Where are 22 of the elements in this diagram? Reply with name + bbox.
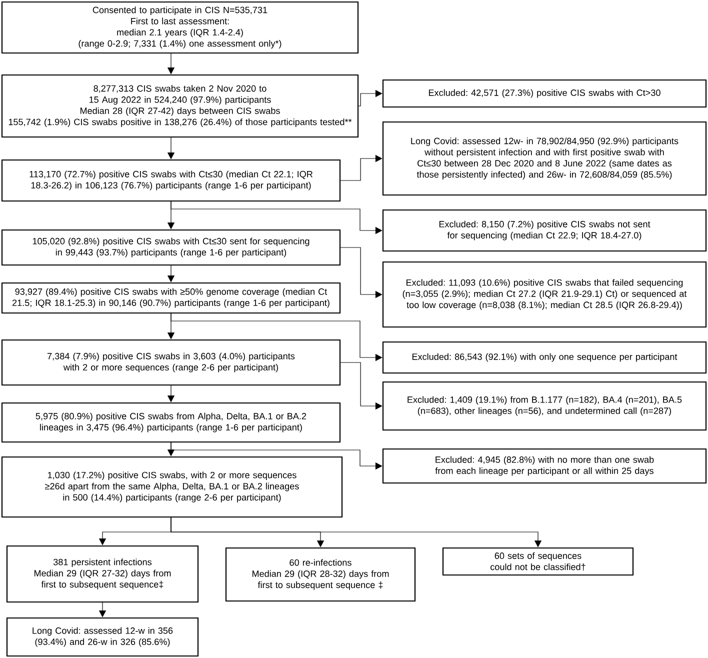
flow-box: 8,277,313 CIS swabs taken 2 Nov 2020 to 15 Aug 2022 in 524,240 (97.9%) participants Median 28 (IQR 27-42) days between CIS swabs 155,742 (1.9%) CIS swabs positive in 138,276 (26.4%) of those participants tested** — [1, 74, 359, 138]
exclusion-box: Excluded: 11,093 (10.6%) positive CIS swabs that failed sequencing (n=3,055 (2.9%); median Ct 27.2 (IQR 21.9-29.1) Ct) or sequenced at too low coverage (n=8,038 (8.1%); median Ct 28.5 (IQR 26.8-29.4)) — [382, 261, 707, 328]
flow-box: 381 persistent infections Median 29 (IQR 27-32) days from first to subsequent sequence‡ — [6, 545, 199, 603]
flow-box: 105,020 (92.8%) positive CIS swabs with Ct≤30 sent for sequencing in 99,443 (93.7%) participants (range 1-6 per participant) — [1, 229, 341, 266]
flow-box: Consented to participate in CIS N=535,731 First to last assessment: median 2.1 years (IQR 1.4-2.4) (range 0-2.9; 7,331 (1.4%) one assessment only*) — [1, 1, 359, 54]
flow-box: 113,170 (72.7%) positive CIS swabs with Ct≤30 (median Ct 22.1; IQR 18.3-26.2) in 106,123 (76.7%) participants (range 1-6 per participant) — [1, 159, 341, 202]
exclusion-box: Excluded: 8,150 (7.2%) positive CIS swabs not sent for sequencing (median Ct 22.9; IQR 18.4-27.0) — [382, 209, 707, 252]
flow-box: 7,384 (7.9%) positive CIS swabs in 3,603 (4.0%) participants with 2 or more sequences (range 2-6 per participant) — [1, 339, 341, 386]
exclusion-box: Excluded: 86,543 (92.1%) with only one sequence per participant — [382, 341, 707, 374]
exclusion-box: Excluded: 1,409 (19.1%) from B.1.177 (n=182), BA.4 (n=201), BA.5 (n=683), other lineages (n=56), and undetermined call (n=287) — [382, 381, 707, 431]
flow-box: 60 re-infections Median 29 (IQR 28-32) days from first to subsequent sequence ‡ — [225, 547, 416, 602]
flow-box: 5,975 (80.9%) positive CIS swabs from Alpha, Delta, BA.1 or BA.2 lineages in 3,475 (96.4%) participants (range 1-6 per participant) — [1, 402, 341, 443]
arrow — [340, 154, 382, 181]
arrow — [358, 90, 382, 106]
arrow — [170, 517, 542, 548]
exclusion-box: Excluded: 42,571 (27.3%) positive CIS swabs with Ct>30 — [382, 79, 707, 108]
flow-box: 1,030 (17.2%) positive CIS swabs, with 2 or more sequences ≥26d apart from the same Alpha, Delta, BA.1 or BA.2 lineages in 500 (14.4%) participants (range 2-6 per participant) — [1, 456, 343, 518]
exclusion-box: Excluded: 4,945 (82.8%) with no more than one swab from each lineage per participant or all within 25 days — [382, 448, 707, 484]
exclusion-box: Long Covid: assessed 12w- in 78,902/84,950 (92.9%) participants without persistent infection and with first positive swab with Ct≤30 between 28 Dec 2020 and 8 June 2022 (same dates as those persistently infected) and 26w- in 72,608/84,059 (85.5%) — [382, 121, 707, 196]
exclusion-box: 60 sets of sequences could not be classified† — [442, 547, 634, 576]
flow-box: Long Covid: assessed 12-w in 356 (93.4%) and 26-w in 326 (85.6%) — [6, 617, 199, 657]
flow-box: 93,927 (89.4%) positive CIS swabs with ≥50% genome coverage (median Ct 21.5; IQR 18.1-25.3) in 90,146 (90.7%) participants (range 1-6 per participant) — [1, 282, 341, 314]
